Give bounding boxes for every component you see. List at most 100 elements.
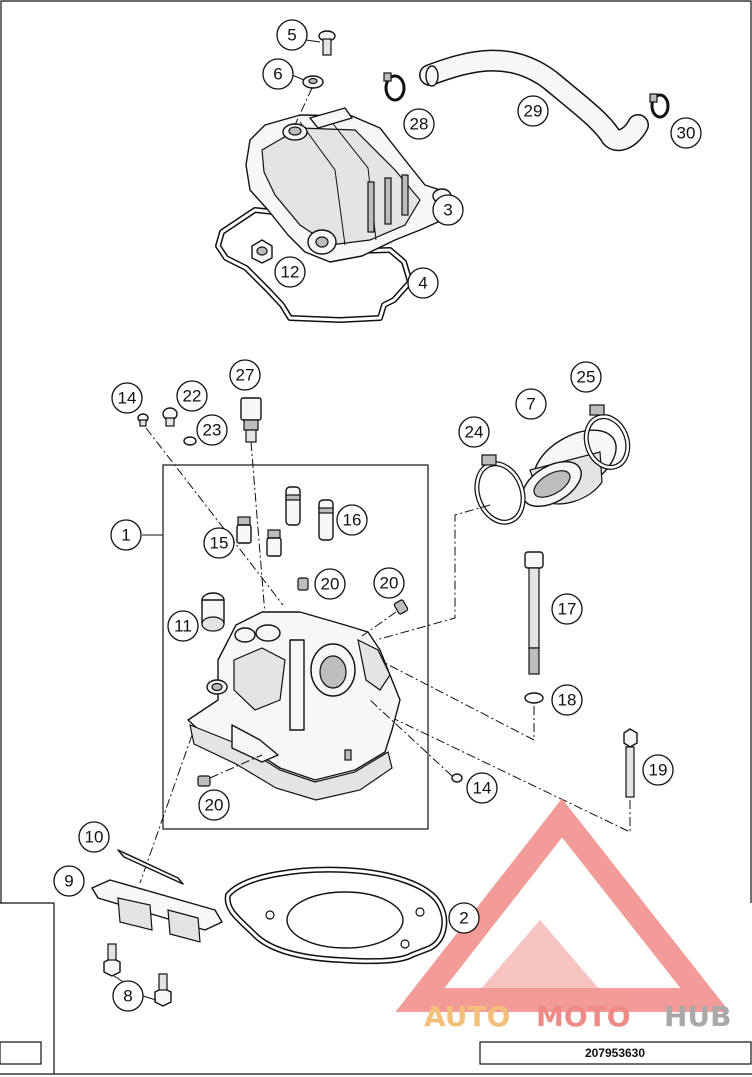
head-gasket bbox=[224, 866, 448, 965]
svg-text:8: 8 bbox=[123, 987, 132, 1006]
part-number: 207953630 bbox=[585, 1046, 645, 1060]
axis-exhaust bbox=[139, 734, 193, 884]
callout: 12 bbox=[274, 256, 306, 288]
svg-text:9: 9 bbox=[64, 872, 73, 891]
svg-text:25: 25 bbox=[577, 368, 596, 387]
clamp-25 bbox=[583, 404, 631, 470]
spark-plug-sleeve bbox=[201, 592, 225, 632]
washer bbox=[524, 692, 544, 704]
svg-text:15: 15 bbox=[210, 534, 229, 553]
title-block-left-box bbox=[0, 1041, 42, 1065]
temperature-sensor bbox=[240, 397, 262, 443]
svg-text:18: 18 bbox=[558, 691, 577, 710]
axis-screw-14 bbox=[145, 427, 284, 606]
callout: 24 bbox=[458, 416, 490, 448]
svg-text:3: 3 bbox=[443, 201, 452, 220]
callout: 20 bbox=[198, 789, 230, 821]
callout: 5 bbox=[276, 19, 308, 51]
callout: 11 bbox=[167, 610, 199, 642]
svg-text:16: 16 bbox=[343, 511, 362, 530]
head-bolt bbox=[623, 728, 638, 798]
callout: 18 bbox=[551, 684, 583, 716]
callout: 20 bbox=[314, 568, 346, 600]
callout: 25 bbox=[570, 361, 602, 393]
brand-hub: HUB bbox=[664, 1000, 732, 1033]
callout: 28 bbox=[403, 108, 435, 140]
callout: 6 bbox=[262, 58, 294, 90]
watermark-logo bbox=[395, 798, 730, 1012]
brand-auto: AUTO bbox=[424, 1000, 510, 1033]
callout: 29 bbox=[517, 95, 549, 127]
hose-clamp-right bbox=[649, 93, 670, 119]
valve-guide-seals bbox=[236, 516, 282, 557]
callout: 9 bbox=[53, 865, 85, 897]
svg-text:14: 14 bbox=[118, 389, 137, 408]
svg-text:23: 23 bbox=[203, 421, 222, 440]
callout: 19 bbox=[642, 754, 674, 786]
svg-text:4: 4 bbox=[418, 274, 427, 293]
svg-text:30: 30 bbox=[677, 124, 696, 143]
svg-text:29: 29 bbox=[524, 102, 543, 121]
callout: 20 bbox=[373, 567, 405, 599]
svg-text:17: 17 bbox=[558, 600, 577, 619]
svg-text:12: 12 bbox=[281, 263, 300, 282]
callout: 30 bbox=[670, 117, 702, 149]
svg-text:14: 14 bbox=[473, 779, 492, 798]
callout: 15 bbox=[203, 527, 235, 559]
watermark-brand: AUTO MOTO HUB bbox=[424, 1000, 732, 1033]
exhaust-flange bbox=[91, 879, 223, 943]
axis-sensor bbox=[250, 441, 266, 616]
brand-moto: MOTO bbox=[536, 1000, 631, 1033]
hose-clamp-left bbox=[383, 72, 406, 102]
flange-bolts bbox=[103, 943, 172, 1007]
svg-text:1: 1 bbox=[121, 526, 130, 545]
callout: 2 bbox=[448, 902, 480, 934]
part-number-box bbox=[479, 1041, 752, 1065]
breather-hose bbox=[419, 49, 649, 152]
axis-plug-bottom bbox=[209, 754, 263, 779]
svg-text:20: 20 bbox=[380, 574, 399, 593]
svg-text:27: 27 bbox=[236, 366, 255, 385]
svg-text:10: 10 bbox=[85, 828, 104, 847]
callout: 7 bbox=[515, 388, 547, 420]
callout: 14 bbox=[111, 382, 143, 414]
leader-5 bbox=[305, 39, 321, 43]
callout: 1 bbox=[110, 519, 142, 551]
callout: 10 bbox=[78, 821, 110, 853]
callout: 23 bbox=[196, 414, 228, 446]
callout: 17 bbox=[551, 593, 583, 625]
svg-text:20: 20 bbox=[321, 575, 340, 594]
svg-text:28: 28 bbox=[410, 115, 429, 134]
cylinder-head bbox=[187, 611, 401, 801]
axis-screw bbox=[294, 87, 313, 126]
svg-text:11: 11 bbox=[174, 617, 192, 636]
svg-text:19: 19 bbox=[649, 761, 668, 780]
axis-plug-right bbox=[361, 611, 397, 637]
page-frame-top bbox=[0, 0, 752, 903]
drain-plug bbox=[162, 407, 197, 446]
stud-bolt bbox=[524, 551, 544, 675]
axis-screw-14-low bbox=[369, 699, 453, 777]
cover-nut bbox=[251, 239, 273, 264]
callout: 16 bbox=[336, 504, 368, 536]
callout: 22 bbox=[176, 380, 208, 412]
callout: 3 bbox=[432, 194, 464, 226]
svg-text:22: 22 bbox=[183, 387, 202, 406]
svg-text:20: 20 bbox=[205, 796, 224, 815]
callout: 4 bbox=[407, 267, 439, 299]
svg-text:5: 5 bbox=[287, 26, 296, 45]
axis-bolt-19 bbox=[379, 711, 631, 833]
small-screw-top bbox=[137, 413, 149, 427]
svg-text:24: 24 bbox=[465, 423, 484, 442]
leader-6 bbox=[291, 74, 305, 81]
intake-flange bbox=[522, 429, 617, 508]
exhaust-gasket bbox=[117, 849, 184, 885]
svg-text:2: 2 bbox=[459, 909, 468, 928]
clamp-24 bbox=[474, 454, 526, 525]
cylinder-head-group-box bbox=[162, 464, 429, 830]
callout: 14 bbox=[466, 772, 498, 804]
callout: 8 bbox=[112, 980, 144, 1012]
valve-guides bbox=[285, 486, 334, 541]
plug-screws bbox=[197, 577, 463, 787]
